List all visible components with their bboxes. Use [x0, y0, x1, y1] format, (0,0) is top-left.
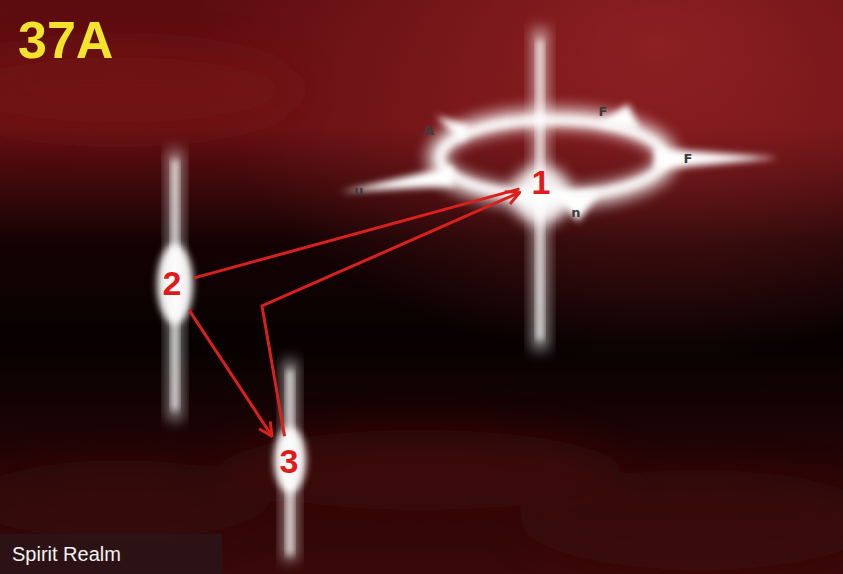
clouds	[0, 45, 843, 570]
callout-number: 1	[532, 165, 551, 201]
rune-letter: F	[684, 151, 693, 166]
spike	[436, 116, 470, 142]
rune-letter: A	[424, 123, 434, 138]
rune-letter: u	[354, 183, 363, 198]
spirit-node: 3	[274, 442, 305, 482]
cloud	[520, 470, 843, 570]
figure-title: 37A	[18, 12, 113, 69]
callout-number: 2	[163, 266, 182, 302]
cloud	[0, 460, 270, 540]
flow-arrow	[189, 310, 272, 436]
watermark-text: Spirit Realm	[12, 543, 121, 566]
spike	[598, 104, 640, 130]
rune-letter: n	[571, 205, 580, 220]
core-glow	[157, 244, 193, 324]
core-glow	[274, 427, 306, 493]
callout-number: 3	[280, 444, 299, 480]
spike	[655, 148, 778, 170]
rune-letter: F	[599, 104, 608, 119]
watermark-panel	[0, 534, 222, 574]
core-glow	[511, 165, 571, 225]
spirit-node: 1	[526, 163, 557, 203]
spirit-star-small	[157, 150, 193, 420]
flow-arrow	[262, 192, 520, 436]
spirit-star-small	[274, 360, 306, 560]
spirit-node: 2	[157, 264, 188, 304]
spirit-star-large	[340, 28, 778, 350]
